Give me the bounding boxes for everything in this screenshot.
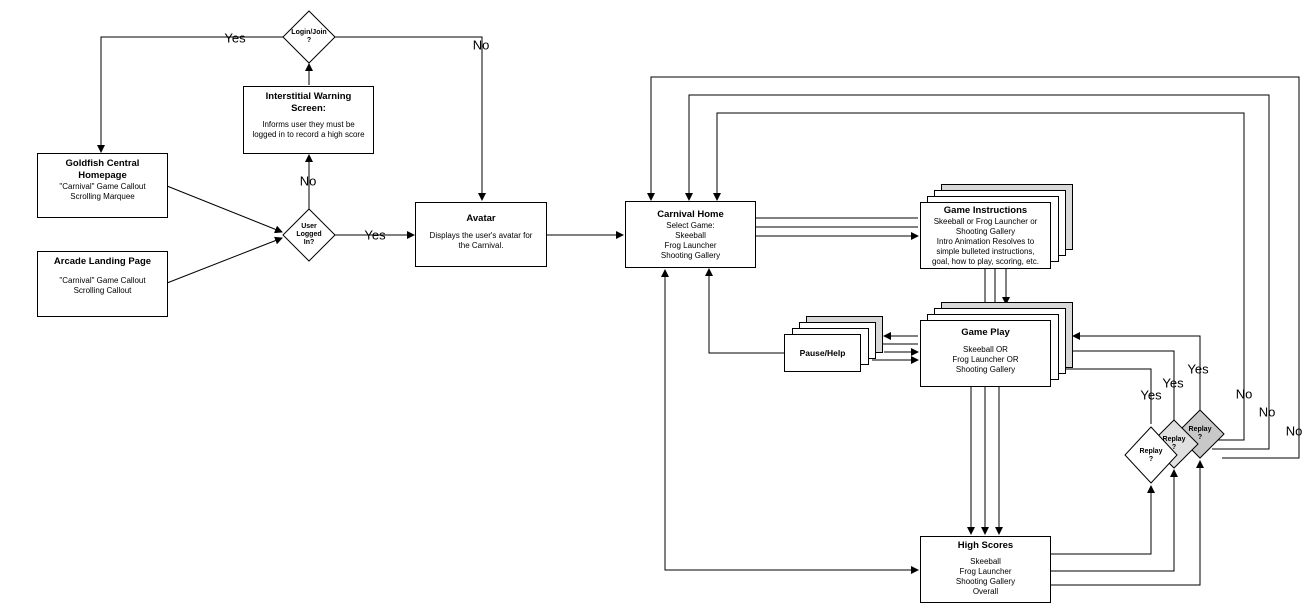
replay-text: Replay xyxy=(1188,426,1212,433)
goldfish-line: Scrolling Marquee xyxy=(70,192,135,201)
high-scores-line: Shooting Gallery xyxy=(955,577,1016,586)
arcade-title: Arcade Landing Page xyxy=(53,256,152,267)
edge-replay3-no-carnival xyxy=(647,76,1300,459)
game-instructions: Game Instructions Skeeball or Frog Launc… xyxy=(920,202,1051,269)
edge-arcade-logged xyxy=(166,236,283,284)
yes-label-replay-1: Yes xyxy=(1140,387,1162,403)
no-label-login: No xyxy=(472,37,490,53)
high-scores-line: Frog Launcher xyxy=(959,567,1012,576)
carnival-home-line: Frog Launcher xyxy=(664,241,717,250)
yes-label-replay-3: Yes xyxy=(1187,361,1209,377)
game-instructions-line: Skeeball or Frog Launcher or xyxy=(933,217,1038,226)
game-instructions-line: goal, how to play, scoring, etc. xyxy=(931,257,1040,266)
edge-goldfish-logged xyxy=(166,185,283,234)
replay-text: Replay xyxy=(1162,436,1186,443)
game-play-line: Skeeball OR xyxy=(963,345,1008,354)
avatar-title: Avatar xyxy=(466,213,496,224)
user-logged-in-decision: User Logged In? xyxy=(296,223,321,247)
user-logged-in-text: Logged xyxy=(296,231,322,238)
game-play-line: Frog Launcher OR xyxy=(952,355,1019,364)
replay-decision-2: Replay ? xyxy=(1163,436,1186,452)
replay-text: Replay xyxy=(1139,448,1163,455)
no-label-replay-3: No xyxy=(1285,423,1303,439)
game-instructions-line: Shooting Gallery xyxy=(955,227,1016,236)
no-label-replay-1: No xyxy=(1235,386,1253,402)
arcade-line: Scrolling Callout xyxy=(73,286,132,295)
edge-scores-replay3 xyxy=(1051,460,1204,586)
avatar-line: Displays the user's avatar for xyxy=(429,231,533,240)
edge-replay1-no-carnival xyxy=(713,112,1245,441)
edge-replay2-yes-play xyxy=(1061,347,1175,424)
goldfish-central-homepage: Goldfish Central Homepage "Carnival" Gam… xyxy=(37,153,168,218)
interstitial-title: Interstitial Warning xyxy=(265,91,352,102)
yes-label-logged: Yes xyxy=(364,227,386,243)
interstitial-warning-screen: Interstitial Warning Screen: Informs use… xyxy=(243,86,374,154)
carnival-home-line: Select Game: xyxy=(666,221,715,230)
edge-replay3-yes-play xyxy=(1072,332,1201,410)
yes-label-login: Yes xyxy=(224,30,246,46)
game-play-title: Game Play xyxy=(961,327,1010,338)
game-instructions-line: simple bulleted instructions, xyxy=(936,247,1035,256)
avatar-screen: Avatar Displays the user's avatar for th… xyxy=(415,202,547,267)
interstitial-title: Screen: xyxy=(291,103,326,114)
replay-question: ? xyxy=(1197,434,1203,441)
goldfish-line: "Carnival" Game Callout xyxy=(59,182,146,191)
decision-user-logged-in-shape xyxy=(282,208,336,262)
decision-replay-1-shape xyxy=(1124,426,1178,484)
no-label-logged: No xyxy=(299,173,317,189)
game-play-line: Shooting Gallery xyxy=(955,365,1016,374)
edge-scores-replay2 xyxy=(1051,469,1178,572)
interstitial-line: Informs user they must be xyxy=(262,120,355,129)
edge-replay2-no-carnival xyxy=(685,94,1270,450)
pause-help-title: Pause/Help xyxy=(799,348,846,358)
goldfish-title: Goldfish Central Homepage xyxy=(65,158,140,181)
game-play: Game Play Skeeball OR Frog Launcher OR S… xyxy=(920,320,1051,387)
replay-decision-3: Replay ? xyxy=(1189,426,1212,442)
carnival-home-line: Shooting Gallery xyxy=(660,251,721,260)
carnival-home-line: Skeeball xyxy=(675,231,706,240)
yes-label-replay-2: Yes xyxy=(1162,375,1184,391)
user-logged-in-text: User xyxy=(301,223,317,230)
carnival-home: Carnival Home Select Game: Skeeball Frog… xyxy=(625,201,756,268)
high-scores-title: High Scores xyxy=(957,540,1014,551)
game-instructions-title: Game Instructions xyxy=(943,205,1028,216)
edge-login-no-avatar xyxy=(334,36,486,201)
high-scores-line: Overall xyxy=(972,587,999,596)
replay-question: ? xyxy=(1171,444,1177,451)
no-label-replay-2: No xyxy=(1258,404,1276,420)
edge-scores-carnival xyxy=(661,269,918,571)
game-instructions-line: Intro Animation Resolves to xyxy=(936,237,1035,246)
login-join-question: ? xyxy=(306,37,312,44)
avatar-line: the Carnival. xyxy=(458,241,504,250)
replay-question: ? xyxy=(1148,456,1154,463)
high-scores: High Scores Skeeball Frog Launcher Shoot… xyxy=(920,536,1051,603)
edge-scores-replay1 xyxy=(1051,485,1155,555)
arcade-landing-page: Arcade Landing Page "Carnival" Game Call… xyxy=(37,251,168,317)
login-join-text: Login/Join xyxy=(291,29,327,36)
replay-decision-1: Replay ? xyxy=(1140,448,1163,464)
edge-login-yes-goldfish xyxy=(97,36,283,153)
arcade-line: "Carnival" Game Callout xyxy=(59,276,146,285)
pause-help: Pause/Help xyxy=(784,334,861,372)
decision-login-join-shape xyxy=(282,10,336,64)
high-scores-line: Skeeball xyxy=(970,557,1001,566)
interstitial-line: logged in to record a high score xyxy=(252,130,365,139)
user-logged-in-text: In? xyxy=(303,239,315,246)
carnival-home-title: Carnival Home xyxy=(657,209,724,220)
edge-pause-carnival xyxy=(705,268,784,354)
login-join-decision: Login/Join ? xyxy=(291,29,326,45)
edge-replay1-yes-play xyxy=(1050,365,1152,424)
